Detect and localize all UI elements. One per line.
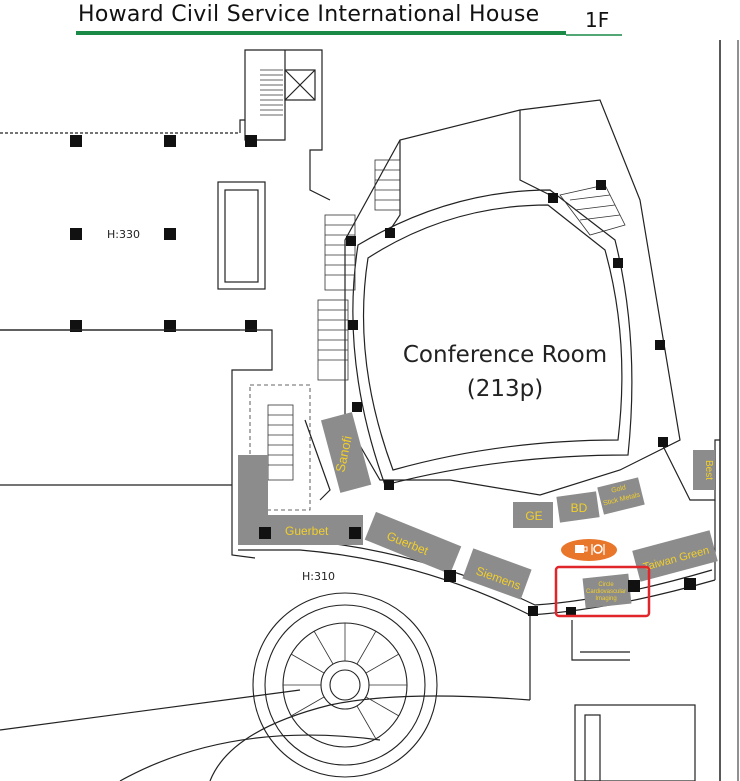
spiral-staircase <box>252 592 438 778</box>
booth-label-ge: GE <box>525 509 542 523</box>
booth-label-circle-2: Cardiovascular <box>586 589 626 595</box>
conference-room-walls <box>304 99 720 501</box>
lower-left-wall <box>0 329 273 559</box>
booth-ge <box>513 502 553 528</box>
booths <box>238 412 718 609</box>
booth-circle <box>582 573 632 609</box>
booth-label-best: Best <box>703 460 714 480</box>
bottom-right-room <box>574 704 696 781</box>
height-label-corridor: H:310 <box>302 570 335 583</box>
corridor-pillars <box>259 527 696 617</box>
booth-gold-stick <box>597 477 645 515</box>
booth-label-guerbet-corner: Guerbet <box>285 524 329 538</box>
coffee-dining-icon[interactable] <box>561 539 617 561</box>
booth-label-gold-stick-1: Gold <box>611 484 627 494</box>
columns <box>70 135 257 332</box>
booth-label-circle-1: Circle <box>598 582 614 588</box>
booth-siemens <box>462 548 532 600</box>
height-label-upper-hall: H:330 <box>107 228 140 241</box>
conference-room-capacity: (213p) <box>466 376 544 402</box>
corridor <box>0 500 716 781</box>
booth-guerbet <box>364 511 462 575</box>
booth-bd <box>556 491 600 523</box>
spiral-steps <box>283 623 407 740</box>
booth-label-circle-3: Imaging <box>595 596 616 602</box>
upper-hall <box>0 49 331 331</box>
map-title: Howard Civil Service International House <box>78 2 540 27</box>
highlighted-booth-frame <box>554 565 651 618</box>
floor-label: 1F <box>585 8 610 32</box>
stairs <box>249 159 626 511</box>
booth-sanofi <box>320 412 372 493</box>
booth-best <box>693 450 715 490</box>
stair-top-left <box>260 69 283 116</box>
conference-pillars <box>346 180 668 490</box>
booth-taiwan-green <box>632 530 718 582</box>
conference-room-name[interactable]: Conference Room <box>402 342 608 368</box>
booth-guerbet-corner-base <box>238 515 363 545</box>
booth-label-bd: BD <box>571 501 588 515</box>
